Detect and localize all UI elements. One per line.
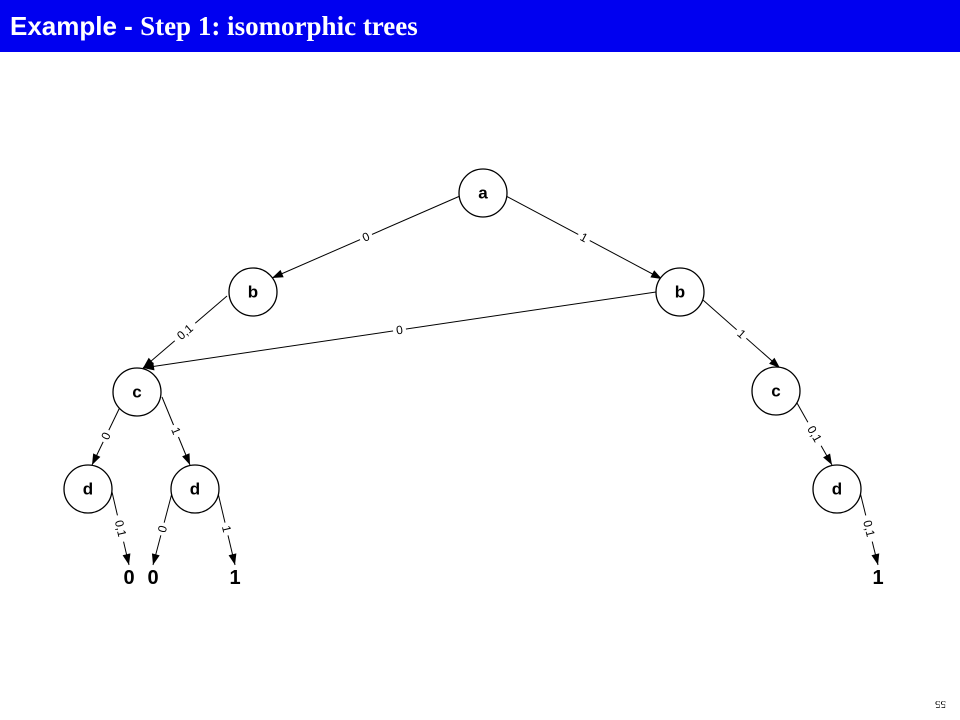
edge-label-bg xyxy=(170,318,200,346)
edge-label-bg xyxy=(219,521,234,537)
arrowhead xyxy=(823,453,832,465)
node-circle xyxy=(112,367,162,417)
nodes-layer: a b b c c d d d xyxy=(63,168,862,514)
node-d3: d xyxy=(812,464,862,514)
node-label: d xyxy=(832,480,842,499)
edge-c1-d1: 0 xyxy=(91,406,121,466)
edge-a-b1: 0 xyxy=(271,195,461,279)
arrowhead xyxy=(143,357,154,368)
arrowhead xyxy=(228,553,237,565)
slide-title: Example - xyxy=(10,10,141,41)
edge-label-bg xyxy=(357,228,375,246)
edge-c2-d3: 0,1 xyxy=(796,402,833,466)
terminal-t0a: 0 xyxy=(123,567,134,589)
node-circle xyxy=(655,267,705,317)
node-label: a xyxy=(478,184,488,203)
edge-label-bg xyxy=(802,419,827,449)
node-c1: c xyxy=(112,367,162,417)
node-d1: d xyxy=(63,464,113,514)
edge-c1-d2: 1 xyxy=(161,396,191,466)
arrowhead xyxy=(182,453,190,465)
edge-label: 0 xyxy=(155,524,170,534)
node-circle xyxy=(751,366,801,416)
edge-d3-t1b: 0,1 xyxy=(859,491,880,566)
page-number: 55 xyxy=(935,698,946,710)
edge-d1-t0a: 0,1 xyxy=(111,491,131,566)
edge-label-bg xyxy=(392,323,407,337)
edge-d2-t1a: 1 xyxy=(217,492,237,566)
arrowhead xyxy=(769,357,780,368)
edge-b2-c1: 0 xyxy=(142,291,657,371)
edge-label-bg xyxy=(167,422,185,440)
node-b1: b xyxy=(228,267,278,317)
node-label: c xyxy=(771,382,780,401)
edge-label: 1 xyxy=(219,524,234,534)
edge-label: 0 xyxy=(395,323,404,338)
node-b2: b xyxy=(655,267,705,317)
edge-label-bg xyxy=(859,513,879,544)
terminal-t1a: 1 xyxy=(229,567,240,589)
node-a: a xyxy=(458,168,508,218)
node-circle xyxy=(458,168,508,218)
edge-label-bg xyxy=(155,521,170,537)
edge-a-b2: 1 xyxy=(505,195,663,280)
slide-subtitle: Step 1: isomorphic trees xyxy=(140,10,418,41)
node-d2: d xyxy=(170,464,220,514)
node-circle xyxy=(170,464,220,514)
edge-d2-t0b: 0 xyxy=(151,492,173,566)
edge-label-bg xyxy=(97,427,115,445)
edge-label-bg xyxy=(111,513,130,544)
node-c2: c xyxy=(751,366,801,416)
node-label: d xyxy=(190,480,200,499)
terminal-t1b: 1 xyxy=(872,567,883,589)
arrowhead xyxy=(650,270,662,279)
arrowhead xyxy=(272,269,284,278)
arrowhead xyxy=(151,553,160,565)
node-label: d xyxy=(83,480,93,499)
edge-label: 1 xyxy=(168,425,184,437)
edge-label: 0,1 xyxy=(112,519,129,539)
edge-b2-c2: 1 xyxy=(702,299,781,369)
title-bar: Example - Step 1: isomorphic trees xyxy=(0,0,960,52)
node-circle xyxy=(63,464,113,514)
arrowhead xyxy=(92,453,101,465)
node-label: b xyxy=(675,283,685,302)
node-circle xyxy=(228,267,278,317)
edge-label-bg xyxy=(575,229,593,246)
edge-label-bg xyxy=(732,325,751,343)
edge-label: 0,1 xyxy=(860,519,878,539)
arrowhead xyxy=(871,553,880,565)
node-label: b xyxy=(248,283,258,302)
node-circle xyxy=(812,464,862,514)
arrowhead xyxy=(143,362,155,371)
arrowhead xyxy=(122,553,131,565)
node-label: c xyxy=(132,383,141,402)
terminal-t0b: 0 xyxy=(147,567,158,589)
